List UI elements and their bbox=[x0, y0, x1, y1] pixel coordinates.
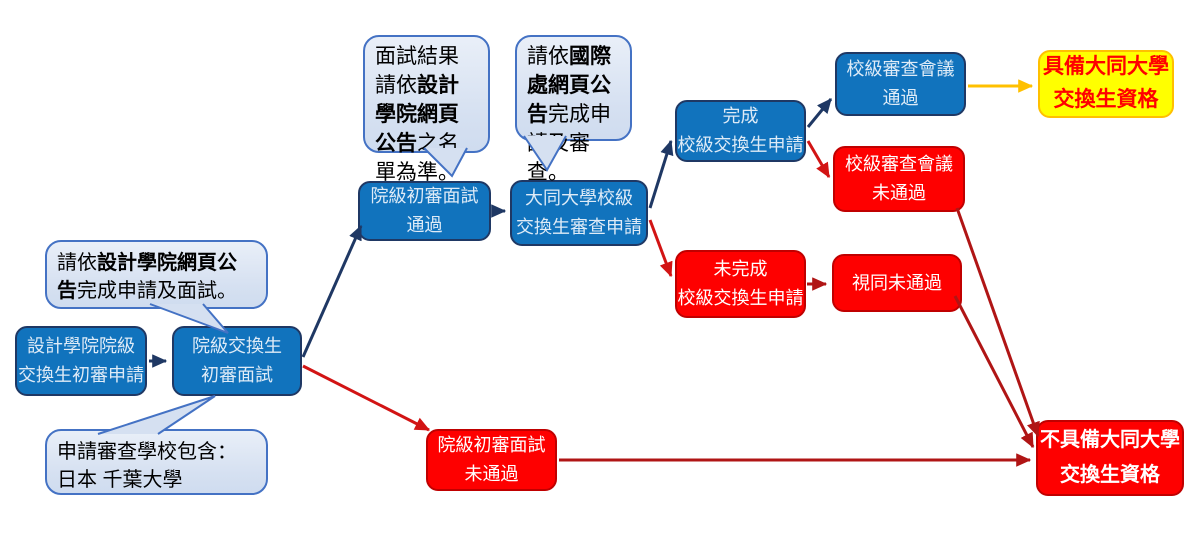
box-committee-pass: 校級審查會議 通過 bbox=[835, 52, 966, 116]
box-interview-fail: 院級初審面試 未通過 bbox=[426, 429, 557, 491]
box-apply-not-done: 未完成 校級交換生申請 bbox=[675, 250, 806, 318]
arrow-interview-to-pass bbox=[301, 224, 363, 358]
arrow-interview-to-fail bbox=[302, 364, 431, 432]
callout-text-bold: 國際處網頁公告 bbox=[527, 45, 611, 126]
callout-text: 完成申請及面試。 bbox=[77, 279, 237, 302]
box-committee-fail: 校級審查會議 未通過 bbox=[833, 146, 965, 212]
callout-interview-result: 面試結果請依設計學院網頁公告之名單為準。 bbox=[363, 35, 490, 184]
callout-schools: 申請審查學校包含： 日本 千葉大學 bbox=[45, 429, 268, 495]
box-not-qualified: 不具備大同大學 交換生資格 bbox=[1036, 420, 1184, 496]
callout-text: 請依 bbox=[57, 252, 97, 274]
callout-text: 面試結果請依 bbox=[375, 45, 459, 97]
callout-text: 請依 bbox=[527, 45, 569, 68]
callout-text: 申請審查學校包含： 日本 千葉大學 bbox=[57, 441, 237, 491]
arrow-univapply-to-done bbox=[648, 139, 674, 209]
box-interview-pass: 院級初審面試 通過 bbox=[358, 181, 491, 241]
arrow-committeefail-to-notqualified bbox=[955, 207, 1040, 438]
callout-intl-office: 請依國際處網頁公告完成申請及審查。 bbox=[515, 35, 632, 184]
arrow-deemedfail-to-notqualified bbox=[953, 295, 1035, 449]
box-college-interview: 院級交換生 初審面試 bbox=[172, 326, 302, 396]
callout-text-bold: 設計學院網頁公告 bbox=[57, 252, 237, 302]
arrow-done-to-committeepass bbox=[806, 98, 833, 128]
callout-college-announce: 請依設計學院網頁公告完成申請及面試。 bbox=[45, 240, 268, 309]
box-apply-done: 完成 校級交換生申請 bbox=[675, 100, 806, 162]
arrow-univapply-to-notdone bbox=[648, 219, 673, 278]
box-univ-apply: 大同大學校級 交換生審查申請 bbox=[510, 180, 648, 246]
box-deemed-fail: 視同未通過 bbox=[832, 254, 962, 312]
arrow-done-to-committeefail bbox=[806, 140, 831, 179]
box-college-apply: 設計學院院級 交換生初審申請 bbox=[15, 326, 147, 396]
box-qualified: 具備大同大學 交換生資格 bbox=[1038, 50, 1174, 118]
callout-text-bold: 設計學院網頁公告 bbox=[375, 73, 459, 155]
